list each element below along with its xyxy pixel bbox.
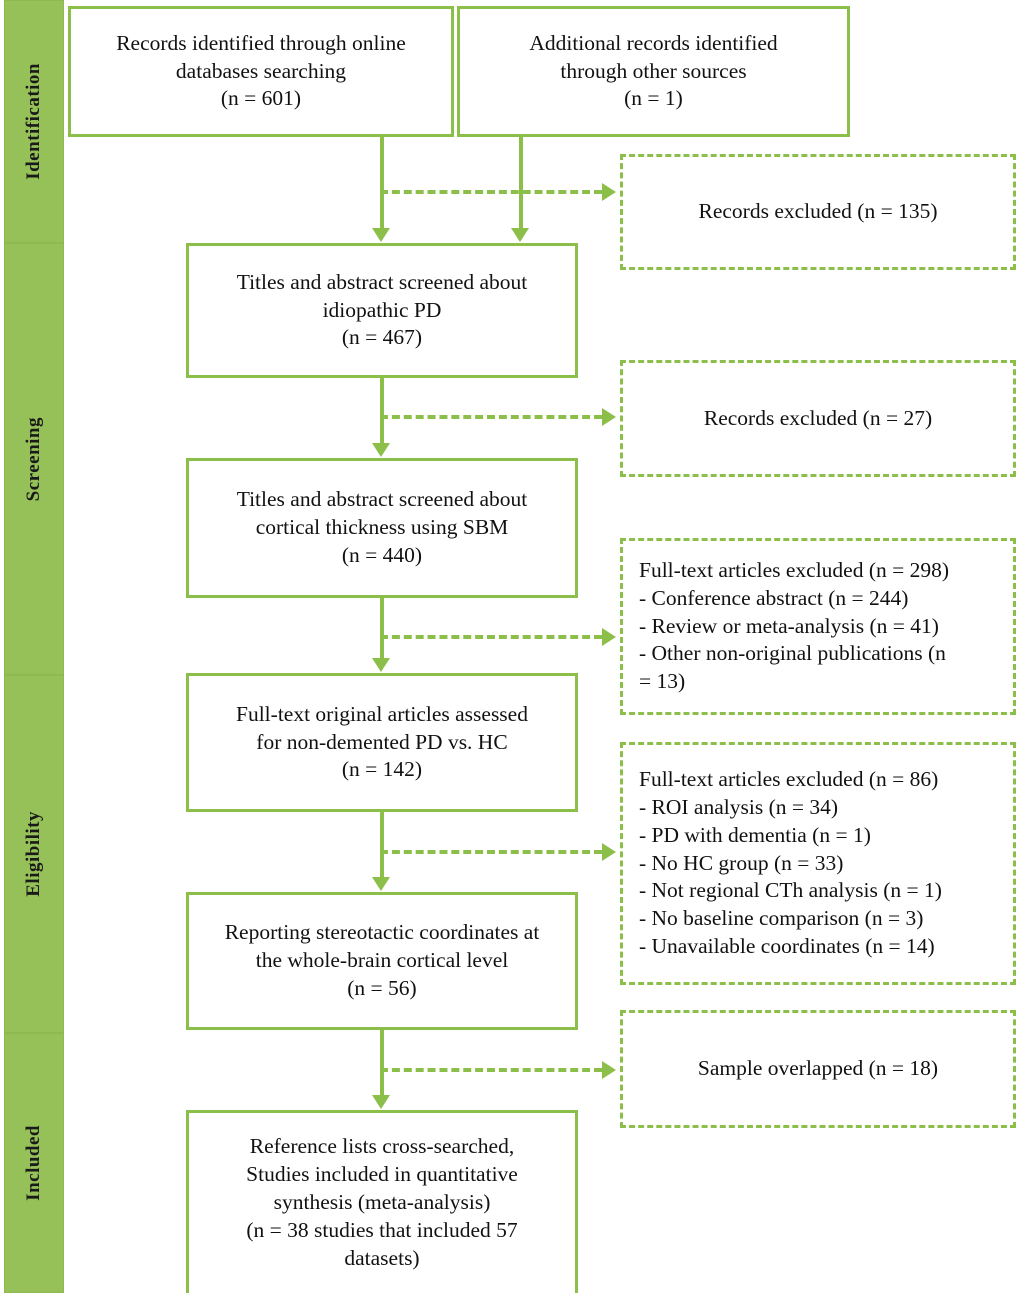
connector-line-screened467-to-screened440 <box>380 378 384 444</box>
node-screened-cortical-thickness-sbm-text: Titles and abstract screened about corti… <box>236 487 528 567</box>
connector-arrow-identified-to-screened <box>372 228 390 242</box>
connector-arrowhead-records-excluded-135 <box>602 183 616 201</box>
node-fulltext-assessed-142: Full-text original articles assessed for… <box>186 673 578 812</box>
stage-label-eligibility: Eligibility <box>23 811 44 897</box>
node-screened-cortical-thickness-sbm: Titles and abstract screened about corti… <box>186 458 578 598</box>
connector-arrow-reporting56-to-included <box>372 1095 390 1109</box>
node-screened-idiopathic-pd-text: Titles and abstract screened about idiop… <box>236 269 528 350</box>
connector-arrowhead-fulltext-excluded-86 <box>602 843 616 861</box>
node-screened-idiopathic-pd: Titles and abstract screened about idiop… <box>186 243 578 378</box>
connector-line-screened440-to-fulltext142 <box>380 598 384 659</box>
stage-included: Included <box>4 1033 64 1293</box>
node-records-excluded-135: Records excluded (n = 135) <box>620 154 1016 270</box>
connector-dashed-to-records-excluded-135 <box>380 190 602 194</box>
connector-line-reporting56-to-included <box>380 1030 384 1096</box>
connector-arrowhead-records-excluded-27 <box>602 408 616 426</box>
stage-screening: Screening <box>4 243 64 675</box>
connector-dashed-to-sample-overlapped-18 <box>380 1068 602 1072</box>
node-sample-overlapped-18: Sample overlapped (n = 18) <box>620 1010 1016 1128</box>
node-records-excluded-27-text: Records excluded (n = 27) <box>703 405 933 430</box>
connector-dashed-to-fulltext-excluded-298 <box>380 635 602 639</box>
connector-line-identified-to-screened <box>380 137 384 229</box>
node-fulltext-excluded-298-text: Full-text articles excluded (n = 298) - … <box>639 557 950 694</box>
connector-dashed-to-fulltext-excluded-86 <box>380 850 602 854</box>
node-fulltext-excluded-86-text: Full-text articles excluded (n = 86) - R… <box>639 766 942 959</box>
connector-arrow-other-sources-to-screened <box>511 228 529 242</box>
node-additional-records-other-sources: Additional records identified through ot… <box>457 6 850 137</box>
connector-dashed-to-records-excluded-27 <box>380 415 602 419</box>
node-included-final-text: Reference lists cross-searched, Studies … <box>246 1134 518 1270</box>
node-fulltext-excluded-86: Full-text articles excluded (n = 86) - R… <box>620 742 1016 985</box>
node-included-final: Reference lists cross-searched, Studies … <box>186 1110 578 1293</box>
node-additional-records-other-sources-text: Additional records identified through ot… <box>529 30 778 111</box>
stage-label-screening: Screening <box>23 416 44 502</box>
stage-label-included: Included <box>23 1125 44 1201</box>
node-reporting-stereotactic-coordinates-56-text: Reporting stereotactic coordinates at th… <box>224 920 540 1000</box>
node-sample-overlapped-18-text: Sample overlapped (n = 18) <box>697 1056 939 1081</box>
node-fulltext-assessed-142-text: Full-text original articles assessed for… <box>236 701 528 782</box>
stage-identification: Identification <box>4 0 64 243</box>
node-fulltext-excluded-298: Full-text articles excluded (n = 298) - … <box>620 538 1016 715</box>
connector-arrow-fulltext142-to-reporting56 <box>372 877 390 891</box>
connector-arrowhead-sample-overlapped-18 <box>602 1061 616 1079</box>
connector-arrowhead-fulltext-excluded-298 <box>602 628 616 646</box>
node-reporting-stereotactic-coordinates-56: Reporting stereotactic coordinates at th… <box>186 892 578 1030</box>
connector-line-fulltext142-to-reporting56 <box>380 812 384 878</box>
node-records-excluded-27: Records excluded (n = 27) <box>620 360 1016 477</box>
node-records-identified-databases-text: Records identified through online databa… <box>116 30 406 111</box>
stage-eligibility: Eligibility <box>4 675 64 1033</box>
connector-line-other-sources-to-screened <box>519 137 523 229</box>
node-records-identified-databases: Records identified through online databa… <box>68 6 454 137</box>
node-records-excluded-135-text: Records excluded (n = 135) <box>698 199 938 224</box>
connector-arrow-screened440-to-fulltext142 <box>372 658 390 672</box>
stage-label-identification: Identification <box>23 63 44 180</box>
connector-arrow-screened467-to-screened440 <box>372 443 390 457</box>
